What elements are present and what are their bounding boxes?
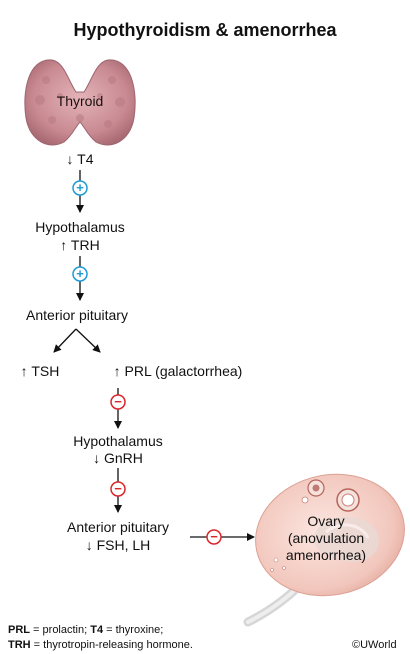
footnote-line-1: PRL = prolactin; T4 = thyroxine; xyxy=(8,623,163,638)
t4-label: ↓ T4 xyxy=(66,151,94,167)
inhibit-sign: − xyxy=(114,394,122,409)
ovary-illustration xyxy=(243,473,405,627)
arrow-to-tsh xyxy=(53,328,77,353)
prl-label: ↑ PRL (galactorrhea) xyxy=(113,363,243,379)
trh-label: ↑ TRH xyxy=(60,237,100,253)
fsh-lh-label: ↓ FSH, LH xyxy=(85,537,151,553)
footnote-t4-def: = thyroxine; xyxy=(103,624,164,636)
stimulate-icon xyxy=(72,266,88,282)
inhibit-icon xyxy=(110,481,126,497)
anterior-pituitary-2-label: Anterior pituitary xyxy=(67,519,169,535)
stimulate-icon xyxy=(72,180,88,196)
footnote-line-2: TRH = thyrotropin-releasing hormone. xyxy=(8,638,193,653)
ovary-amenorrhea-label: amenorrhea) xyxy=(285,547,367,563)
footnote-trh-def: = thyrotropin-releasing hormone. xyxy=(30,639,193,651)
footnote-prl-abbr: PRL xyxy=(8,624,30,636)
copyright: ©UWorld xyxy=(352,639,397,651)
inhibit-sign: − xyxy=(210,529,218,544)
stimulate-sign: + xyxy=(76,180,84,195)
gnrh-label: ↓ GnRH xyxy=(93,450,143,466)
footnote-prl-def: = prolactin; xyxy=(30,624,91,636)
inhibit-sign: − xyxy=(114,481,122,496)
hypothalamus-label: Hypothalamus xyxy=(35,219,125,235)
anterior-pituitary-label: Anterior pituitary xyxy=(26,307,128,323)
footnote-trh-abbr: TRH xyxy=(8,639,31,651)
footnote-t4-abbr: T4 xyxy=(90,624,104,636)
diagram-title: Hypothyroidism & amenorrhea xyxy=(73,20,337,40)
hypothalamus-2-label: Hypothalamus xyxy=(73,433,163,449)
thyroid-gland xyxy=(24,59,136,146)
thyroid-label: Thyroid xyxy=(56,93,104,109)
inhibit-icon xyxy=(206,529,222,545)
arrow-to-prl xyxy=(75,328,101,353)
ovary-anovulation-label: (anovulation xyxy=(287,530,365,546)
inhibit-icon xyxy=(110,394,126,410)
stimulate-sign: + xyxy=(76,266,84,281)
tsh-label: ↑ TSH xyxy=(20,363,60,379)
ovary-label: Ovary xyxy=(307,513,345,529)
